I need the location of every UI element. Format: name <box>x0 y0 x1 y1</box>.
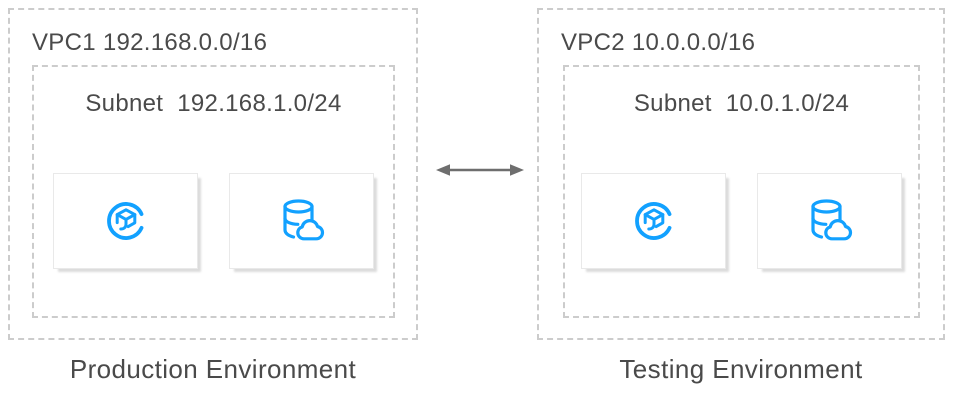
vpc1-subnet-label: Subnet 192.168.1.0/24 <box>34 89 393 119</box>
cloud-database-icon <box>810 199 852 241</box>
vpc2-environment-label: Testing Environment <box>619 354 863 384</box>
vpc1-resources <box>34 173 393 269</box>
vpc2-cloud-db-card <box>757 173 902 269</box>
vpc2-subnet-box: Subnet 10.0.1.0/24 <box>563 65 920 318</box>
vpc2-cvm-card <box>581 173 726 269</box>
subnet-word: Subnet <box>85 90 164 117</box>
vpc-peering-arrow <box>427 160 533 180</box>
vpc1-environment-label: Production Environment <box>69 354 357 384</box>
vpc2-subnet-label: Subnet 10.0.1.0/24 <box>565 89 918 119</box>
subnet-cidr: 10.0.1.0/24 <box>725 90 850 117</box>
bidirectional-arrow-icon <box>436 164 524 176</box>
vpc1-cvm-card <box>53 173 198 269</box>
vpc1-box: VPC1 192.168.0.0/16 Subnet 192.168.1.0/2… <box>8 8 418 340</box>
vpc2-resources <box>565 173 918 269</box>
subnet-word: Subnet <box>633 90 712 117</box>
vpc2-box: VPC2 10.0.0.0/16 Subnet 10.0.1.0/24 <box>537 8 945 340</box>
vpc1-cloud-db-card <box>229 173 374 269</box>
cloud-database-icon <box>282 199 324 241</box>
vpc1-title: VPC1 192.168.0.0/16 <box>32 29 268 56</box>
subnet-cidr: 192.168.1.0/24 <box>177 90 342 117</box>
vpc2-title: VPC2 10.0.0.0/16 <box>561 29 756 56</box>
cvm-icon <box>634 202 671 240</box>
cvm-icon <box>106 202 143 240</box>
vpc1-subnet-box: Subnet 192.168.1.0/24 <box>32 65 395 318</box>
